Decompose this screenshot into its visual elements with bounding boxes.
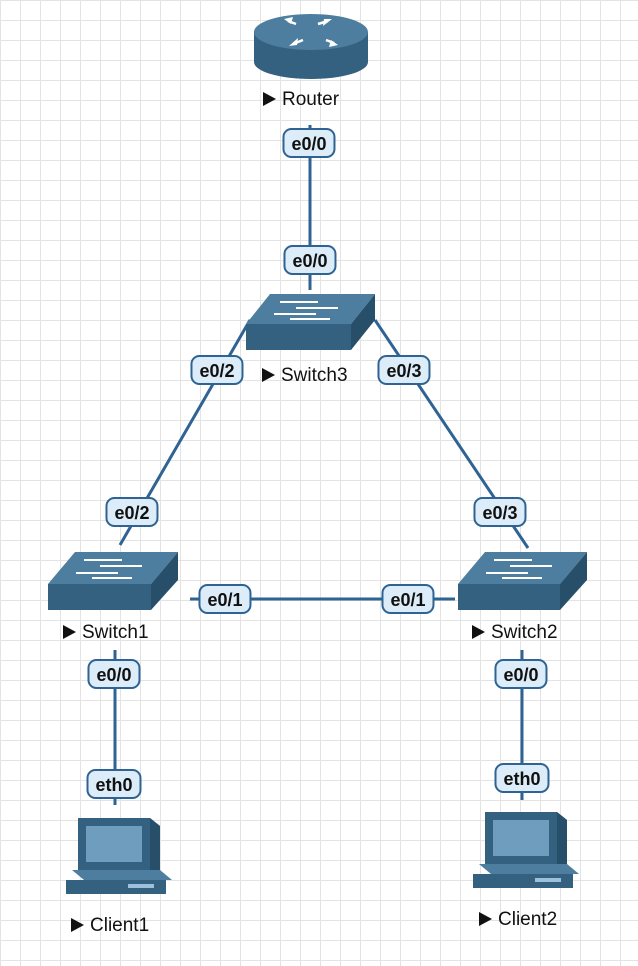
switch-icon[interactable] — [458, 552, 587, 610]
node-name: Switch3 — [281, 365, 348, 386]
port-client1-eth0[interactable]: eth0 — [86, 769, 142, 799]
port-client2-eth0[interactable]: eth0 — [494, 763, 550, 793]
port-switch2-e0-1[interactable]: e0/1 — [381, 584, 435, 614]
play-icon — [262, 368, 275, 382]
port-switch1-e0-2[interactable]: e0/2 — [105, 497, 159, 527]
switch-icon[interactable] — [48, 552, 178, 610]
port-switch3-e0-0[interactable]: e0/0 — [283, 245, 337, 275]
node-label-client1[interactable]: Client1 — [71, 915, 149, 937]
node-name: Switch2 — [491, 622, 558, 643]
play-icon — [472, 625, 485, 639]
play-icon — [263, 92, 276, 106]
router-icon[interactable] — [254, 14, 368, 79]
play-icon — [479, 912, 492, 926]
node-name: Switch1 — [82, 622, 149, 643]
node-label-client2[interactable]: Client2 — [479, 909, 557, 931]
node-label-switch2[interactable]: Switch2 — [472, 622, 558, 644]
node-name: Client2 — [498, 909, 558, 930]
port-router-e0-0[interactable]: e0/0 — [282, 128, 336, 158]
port-switch3-e0-3[interactable]: e0/3 — [377, 355, 431, 385]
node-label-router[interactable]: Router — [263, 89, 339, 111]
play-icon — [63, 625, 76, 639]
port-switch3-e0-2[interactable]: e0/2 — [190, 355, 244, 385]
node-name: Router — [282, 89, 340, 110]
pc-icon[interactable] — [66, 818, 172, 894]
play-icon — [71, 918, 84, 932]
port-switch1-e0-0[interactable]: e0/0 — [87, 659, 141, 689]
node-label-switch1[interactable]: Switch1 — [63, 622, 149, 644]
pc-icon[interactable] — [473, 812, 579, 888]
port-switch2-e0-0[interactable]: e0/0 — [494, 659, 548, 689]
node-label-switch3[interactable]: Switch3 — [262, 365, 348, 387]
node-name: Client1 — [90, 915, 150, 936]
port-switch2-e0-3[interactable]: e0/3 — [473, 497, 527, 527]
port-switch1-e0-1[interactable]: e0/1 — [198, 584, 252, 614]
switch-icon[interactable] — [246, 294, 375, 350]
